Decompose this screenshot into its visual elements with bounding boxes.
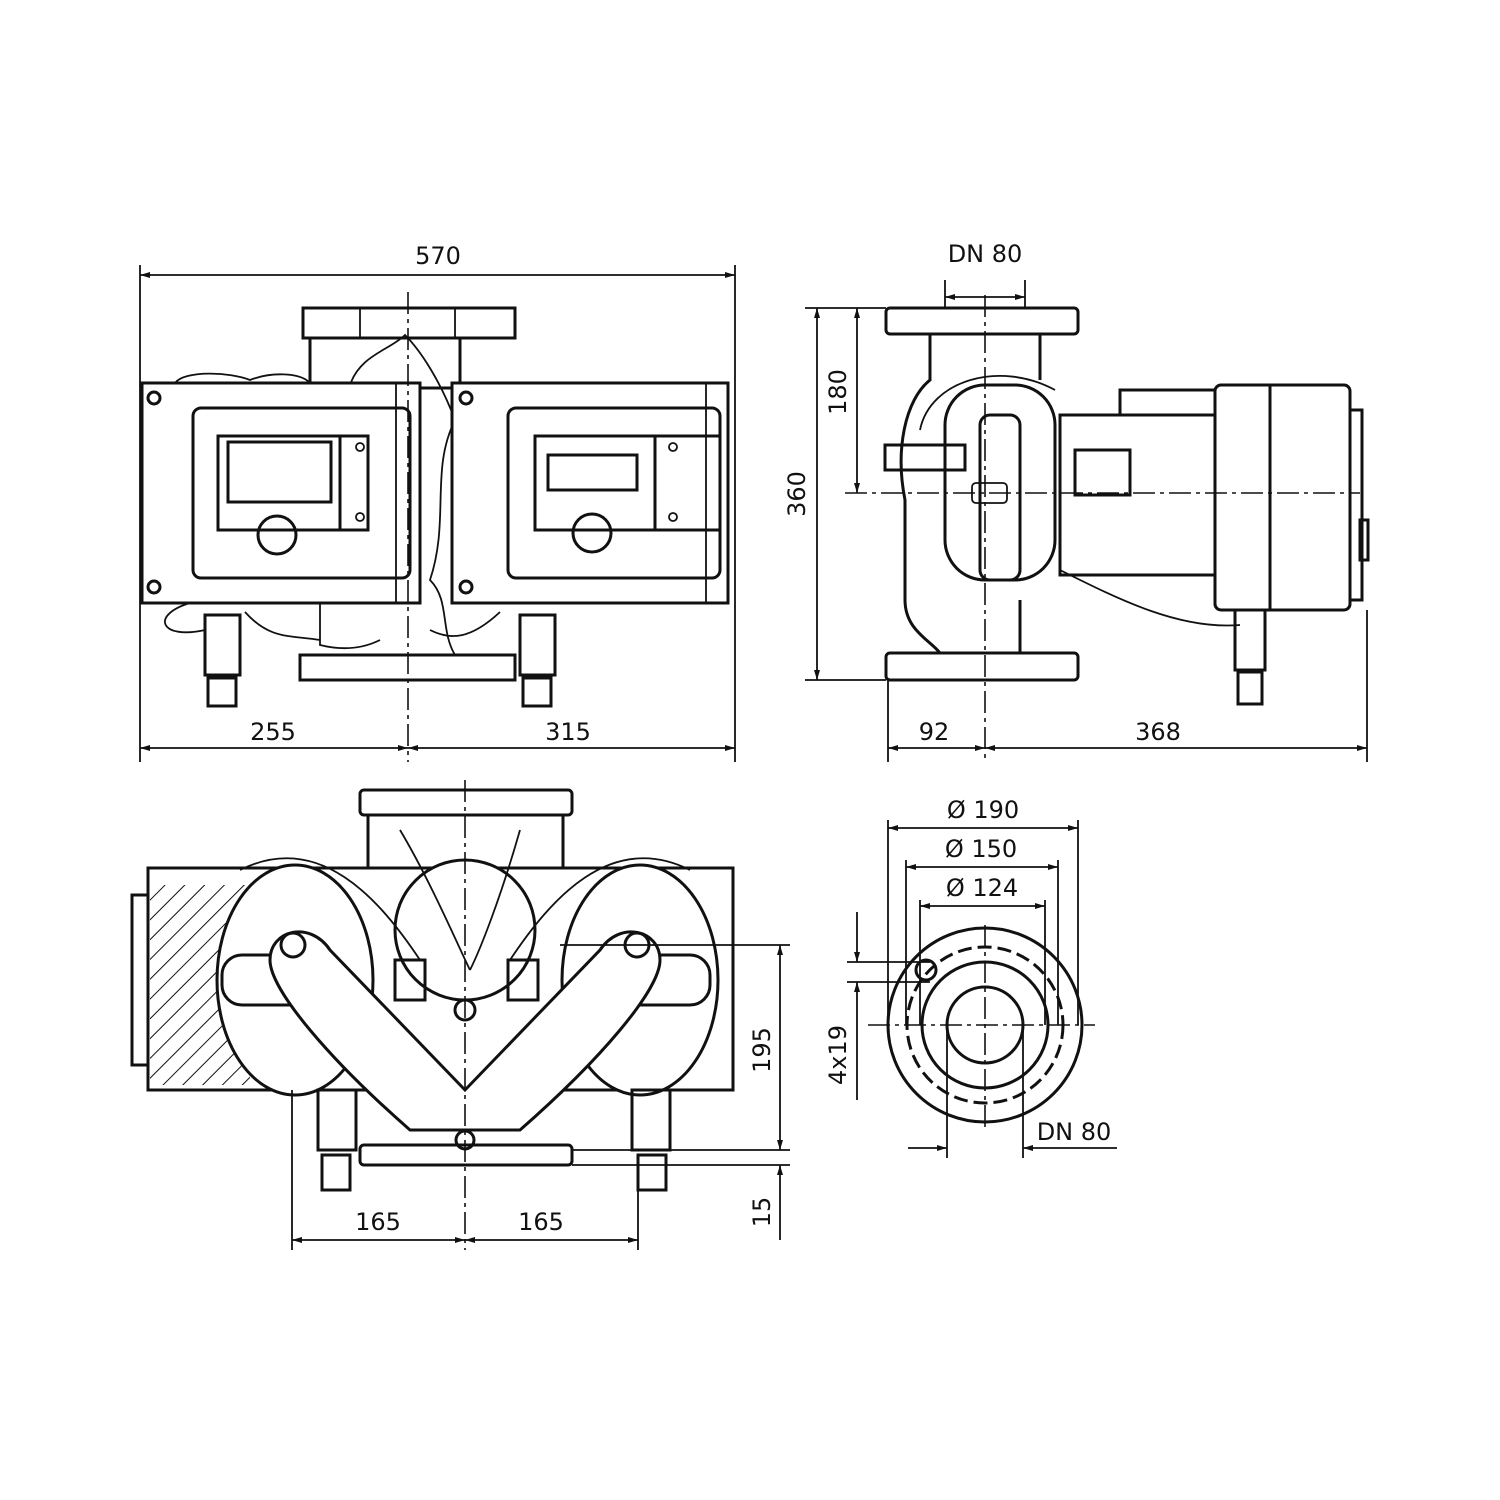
dim-right-spacing: 165 (518, 1208, 564, 1236)
dim-overall-width: 570 (415, 242, 461, 270)
dim-foot-offset: 15 (748, 1197, 776, 1228)
dim-bolt-circle: Ø 150 (945, 835, 1017, 863)
dim-center-to-right: 315 (545, 718, 591, 746)
top-flange (301, 306, 517, 340)
dim-raised-face: Ø 124 (946, 874, 1018, 902)
bolt-hole (914, 958, 938, 982)
side-view: DN 80 360 180 92 368 (783, 240, 1370, 762)
cable-glands (164, 602, 557, 708)
bottom-flange (884, 651, 1080, 682)
twin-housing-body (268, 930, 662, 1132)
dim-outer-diameter: Ø 190 (947, 796, 1019, 824)
top-view: 195 15 165 165 (130, 780, 790, 1250)
pump-neck (308, 336, 462, 390)
dim-dn-top: DN 80 (948, 240, 1023, 268)
dim-center-to-motor-end: 368 (1135, 718, 1181, 746)
display-screen (546, 453, 639, 492)
right-control-module (450, 381, 730, 605)
flange-view: Ø 190 Ø 150 Ø 124 4x19 DN 80 (824, 796, 1117, 1158)
dim-flange-to-center: 92 (919, 718, 950, 746)
dim-dn-flange: DN 80 (1037, 1118, 1112, 1146)
left-control-module (140, 381, 422, 605)
dim-left-to-center: 255 (250, 718, 296, 746)
display-screen (226, 440, 333, 504)
top-flange (884, 306, 1080, 336)
control-knob (571, 512, 613, 554)
dim-half-height: 180 (824, 369, 852, 415)
dim-total-height: 360 (783, 471, 811, 517)
dim-axis-height: 195 (748, 1027, 776, 1073)
dim-bolt-holes: 4x19 (824, 1025, 852, 1085)
control-knob (256, 514, 298, 556)
pump-housing-outline (349, 333, 456, 656)
motor-head (1213, 383, 1352, 612)
top-flange (358, 788, 574, 817)
front-view: 570 255 315 (139, 242, 736, 762)
bottom-flange (358, 1143, 574, 1167)
dim-left-spacing: 165 (355, 1208, 401, 1236)
